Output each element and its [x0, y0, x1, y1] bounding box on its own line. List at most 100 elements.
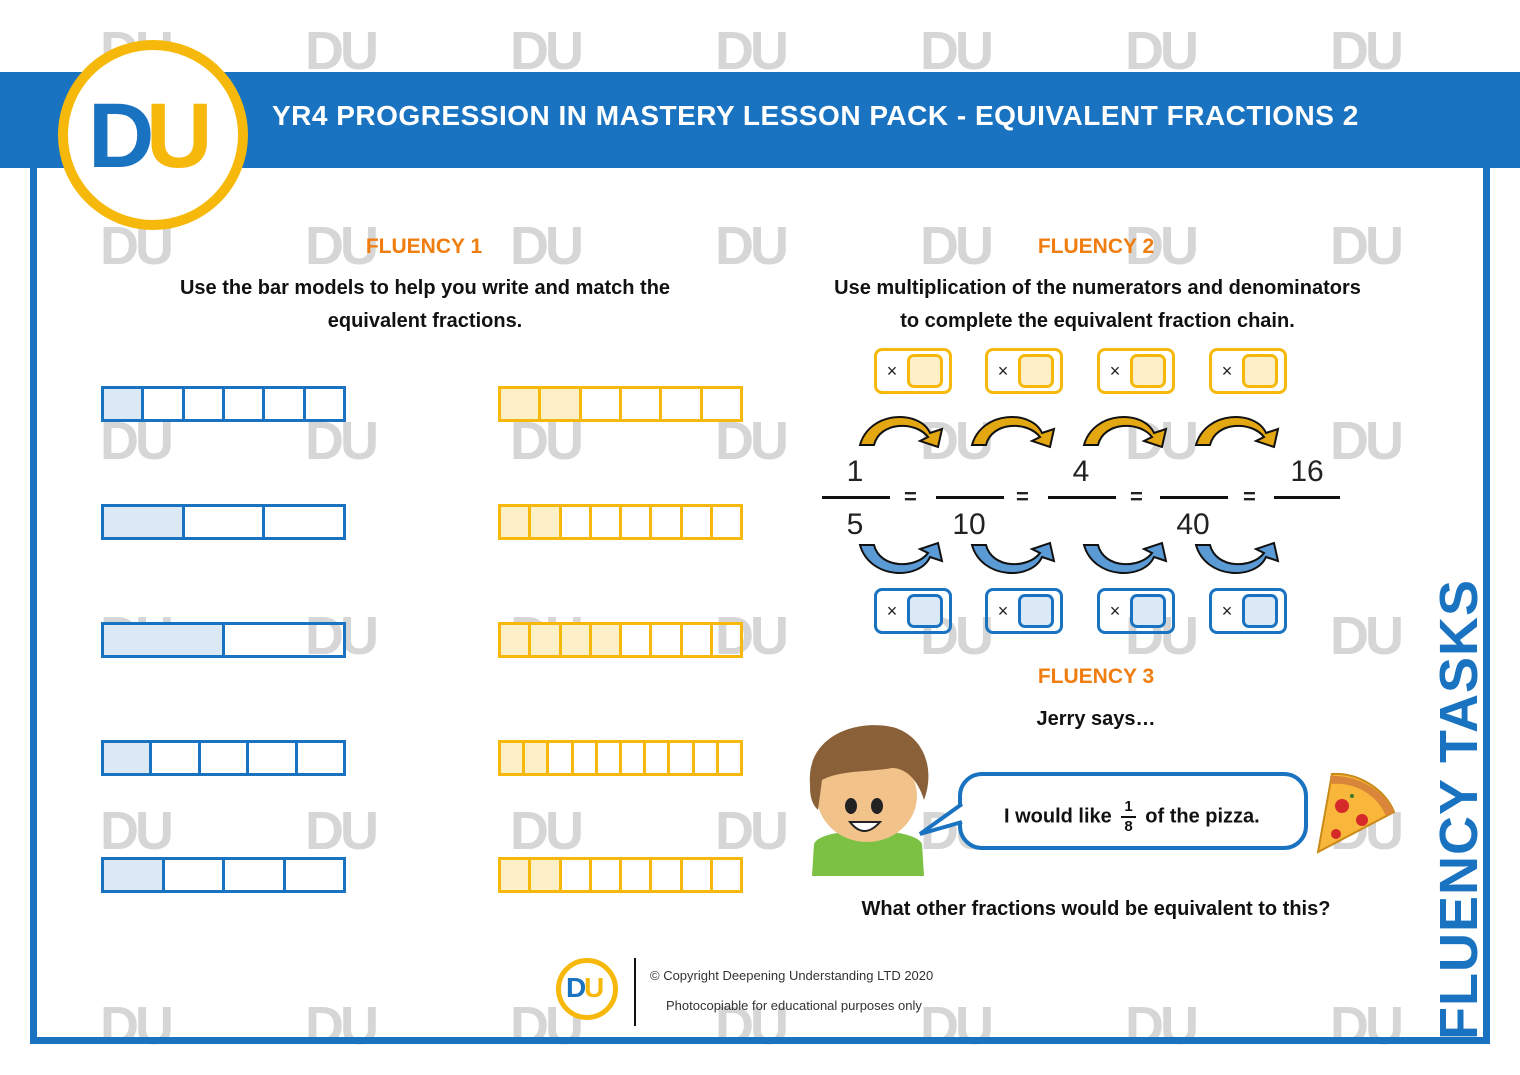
- unshaded-part: [652, 625, 683, 655]
- footer-logo-d: D: [566, 972, 586, 1003]
- bottom-arrow-icon: [1082, 541, 1168, 574]
- unshaded-part: [574, 743, 598, 773]
- unshaded-part: [592, 860, 622, 890]
- du-logo: [58, 40, 248, 230]
- unshaded-part: [582, 389, 622, 419]
- bottom-arrow-icon: [970, 541, 1056, 574]
- unshaded-part: [249, 743, 298, 773]
- unshaded-part: [298, 743, 343, 773]
- watermark: DU: [920, 996, 994, 1056]
- fluency-3-title: FLUENCY 3: [1037, 665, 1155, 688]
- answer-slot[interactable]: [1130, 354, 1166, 388]
- top-arrow-icon: [1082, 416, 1168, 449]
- answer-slot[interactable]: [1130, 594, 1166, 628]
- header-band: [0, 72, 1520, 168]
- watermark: DU: [510, 216, 584, 276]
- pizza-slice-icon: [1316, 772, 1396, 854]
- unshaded-part: [265, 389, 306, 419]
- watermark: DU: [1330, 996, 1404, 1056]
- denominator-multiplier-box[interactable]: ×: [1097, 588, 1175, 634]
- denominator-multiplier-box[interactable]: ×: [1209, 588, 1287, 634]
- watermark: DU: [715, 801, 789, 861]
- shaded-part: [501, 507, 532, 537]
- unshaded-part: [652, 860, 683, 890]
- unshaded-part: [683, 860, 713, 890]
- answer-slot[interactable]: [1018, 354, 1054, 388]
- unshaded-part: [225, 389, 266, 419]
- answer-slot[interactable]: [1018, 594, 1054, 628]
- denominator-2: 10: [952, 508, 986, 541]
- fluency-2-instruction-line2: to complete the equivalent fraction chai…: [900, 310, 1295, 332]
- bottom-arrow-icon: [858, 541, 944, 574]
- blue-bar-model: [101, 857, 346, 893]
- fluency-1-title: FLUENCY 1: [365, 235, 483, 258]
- speaker-line: Jerry says…: [1036, 708, 1156, 730]
- unshaded-part: [683, 625, 713, 655]
- unshaded-part: [622, 860, 653, 890]
- footer-divider: [634, 958, 636, 1026]
- numerator-3: 4: [1072, 455, 1090, 488]
- watermark: DU: [305, 21, 379, 81]
- fraction-bar: [822, 496, 890, 499]
- answer-slot[interactable]: [907, 594, 943, 628]
- footer-logo: [556, 958, 618, 1020]
- unshaded-part: [286, 860, 344, 890]
- top-arrow-icon: [1194, 416, 1280, 449]
- yellow-bar-model: [498, 504, 743, 540]
- unshaded-part: [165, 860, 225, 890]
- watermark: DU: [305, 216, 379, 276]
- unshaded-part: [152, 743, 201, 773]
- answer-slot[interactable]: [1242, 354, 1278, 388]
- speech-bubble-tail: [918, 802, 964, 836]
- unshaded-part: [225, 625, 343, 655]
- fraction-bar: [936, 496, 1004, 499]
- numerator-multiplier-box[interactable]: ×: [1097, 348, 1175, 394]
- unshaded-part: [713, 860, 740, 890]
- numerator-multiplier-box[interactable]: ×: [874, 348, 952, 394]
- watermark: DU: [1330, 606, 1404, 666]
- unshaded-part: [622, 625, 653, 655]
- chain-arrows: [858, 416, 1280, 574]
- fluency-1-instruction-line1: Use the bar models to help you write and…: [179, 277, 671, 299]
- unshaded-part: [713, 625, 740, 655]
- shaded-part: [531, 860, 562, 890]
- denominator-1: 5: [846, 508, 864, 541]
- unshaded-part: [719, 743, 740, 773]
- fluency-1-instruction-line2: equivalent fractions.: [327, 310, 523, 332]
- yellow-bar-model: [498, 740, 743, 776]
- numerator-multiplier-box[interactable]: ×: [985, 348, 1063, 394]
- unshaded-part: [306, 389, 343, 419]
- answer-slot[interactable]: [1242, 594, 1278, 628]
- shaded-part: [104, 860, 165, 890]
- watermark: DU: [510, 801, 584, 861]
- shaded-part: [501, 743, 526, 773]
- numerator-multiplier-box[interactable]: ×: [1209, 348, 1287, 394]
- speech-fraction: 1 8: [1121, 798, 1136, 836]
- unshaded-part: [652, 507, 683, 537]
- watermark: DU: [100, 801, 174, 861]
- shaded-part: [531, 625, 562, 655]
- equals-sign: =: [1016, 484, 1029, 509]
- unshaded-part: [185, 507, 266, 537]
- jerry-avatar-icon: [809, 725, 929, 876]
- watermark: DU: [715, 21, 789, 81]
- watermark: DU: [1330, 21, 1404, 81]
- shaded-part: [104, 625, 225, 655]
- watermark: DU: [715, 216, 789, 276]
- unshaded-part: [703, 389, 740, 419]
- watermark: DU: [305, 801, 379, 861]
- bottom-arrow-icon: [1194, 541, 1280, 574]
- fluency-tasks-side-title: FLUENCY TASKS: [1429, 578, 1489, 1040]
- denominator-multiplier-box[interactable]: ×: [874, 588, 952, 634]
- denominator-multiplier-box[interactable]: ×: [985, 588, 1063, 634]
- numerator-1: 1: [846, 455, 864, 488]
- watermark: DU: [100, 996, 174, 1056]
- shaded-part: [591, 625, 622, 655]
- answer-slot[interactable]: [907, 354, 943, 388]
- blue-bar-model: [101, 386, 346, 422]
- watermark: DU: [510, 21, 584, 81]
- unshaded-part: [562, 860, 592, 890]
- fraction-bar: [1048, 496, 1116, 499]
- shaded-part: [525, 743, 550, 773]
- shaded-part: [104, 743, 153, 773]
